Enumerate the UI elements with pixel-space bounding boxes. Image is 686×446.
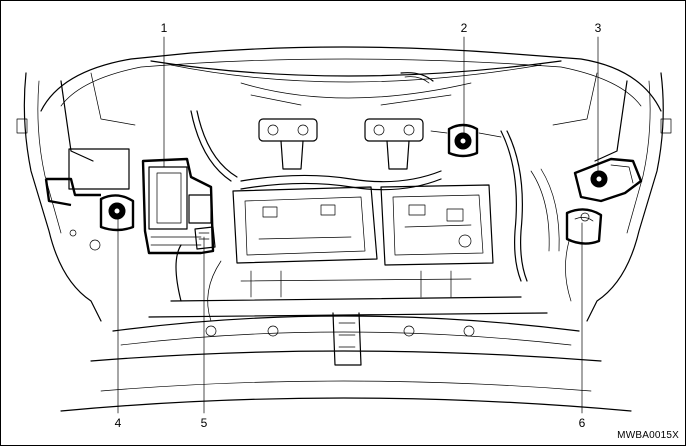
- callout-4: 4: [115, 416, 122, 430]
- hood-outline: [40, 46, 662, 112]
- callout-labels: 1 2 3 4 5 6: [115, 21, 602, 430]
- leader-lines: [117, 36, 599, 414]
- callout-5: 5: [201, 416, 208, 430]
- connector-bracket: [175, 226, 216, 302]
- right-fender: [552, 72, 672, 322]
- callout-1: 1: [161, 21, 168, 35]
- reservoir-cap-left: [99, 194, 135, 232]
- figure-code: MWBA0015X: [617, 430, 679, 441]
- hoses: [190, 110, 560, 322]
- fuse-relay-box: [141, 157, 215, 255]
- left-battery-area: [44, 148, 130, 251]
- callout-2: 2: [461, 21, 468, 35]
- reservoir-cap-right: [573, 157, 643, 203]
- inverter-unit: [232, 184, 494, 266]
- callout-6: 6: [579, 416, 586, 430]
- top-mounts: [258, 118, 424, 170]
- coolant-tank: [565, 208, 603, 302]
- callout-3: 3: [595, 21, 602, 35]
- left-fender: [16, 72, 136, 322]
- lower-frame: [60, 270, 632, 412]
- reservoir-cap-center: [430, 123, 502, 158]
